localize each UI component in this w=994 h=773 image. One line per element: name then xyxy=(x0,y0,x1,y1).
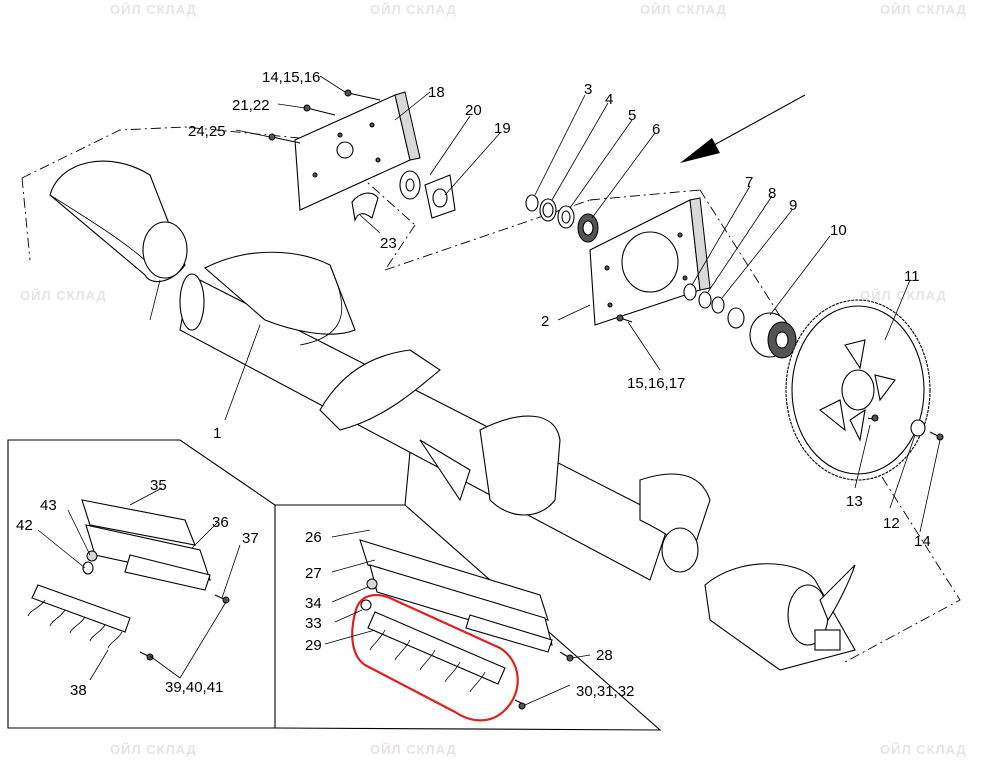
callout-37: 37 xyxy=(242,530,259,547)
callout-8: 8 xyxy=(768,185,776,202)
bolt-40 xyxy=(214,594,230,604)
bearing-flange-19 xyxy=(424,174,456,219)
spacer-9 xyxy=(727,307,745,329)
plate-28 xyxy=(465,614,553,653)
callout-5: 5 xyxy=(628,107,636,124)
callout-34: 34 xyxy=(305,595,322,612)
plate-26 xyxy=(359,539,549,621)
callout-14: 14 xyxy=(914,533,931,550)
ring-9 xyxy=(711,296,725,314)
callout-39-40-41: 39,40,41 xyxy=(165,679,223,696)
watermark-text: ОЙЛ СКЛАД xyxy=(110,2,197,17)
callout-7: 7 xyxy=(745,174,753,191)
callout-2: 2 xyxy=(541,313,549,330)
callout-33: 33 xyxy=(305,615,322,632)
callout-27: 27 xyxy=(305,565,322,582)
watermark-text: ОЙЛ СКЛАД xyxy=(20,288,107,303)
callout-1: 1 xyxy=(213,425,221,442)
auger-output-tube xyxy=(704,563,856,671)
callout-23: 23 xyxy=(380,235,397,252)
callout-9: 9 xyxy=(789,197,797,214)
bolt-21 xyxy=(303,104,336,116)
assembly-outline-bottom xyxy=(21,177,416,271)
hub-10 xyxy=(749,312,797,359)
watermark-text: ОЙЛ СКЛАД xyxy=(370,742,457,757)
highlight-outline xyxy=(351,594,519,722)
bearing-20 xyxy=(399,170,421,200)
assembly-outline-left xyxy=(21,126,416,226)
callout-13: 13 xyxy=(846,493,863,510)
callout-20: 20 xyxy=(465,102,482,119)
callout-labels: 14,15,16 21,22 24,25 18 20 19 23 3 4 5 6… xyxy=(16,69,931,700)
bearing-plate-18 xyxy=(294,91,421,211)
snap-ring-4 xyxy=(539,198,557,222)
callout-28: 28 xyxy=(596,647,613,664)
bolt-14 xyxy=(344,89,381,101)
bar-29 xyxy=(367,611,506,693)
watermark-text: ОЙЛ СКЛАД xyxy=(880,742,967,757)
callout-19: 19 xyxy=(494,120,511,137)
callout-3: 3 xyxy=(584,81,592,98)
sprocket-11 xyxy=(785,299,931,481)
plate-36 xyxy=(85,524,211,581)
auger-tube-end xyxy=(49,160,188,321)
ring-8 xyxy=(698,291,712,309)
callout-6: 6 xyxy=(652,121,660,138)
watermark-text: ОЙЛ СКЛАД xyxy=(880,2,967,17)
ring-5 xyxy=(557,205,575,229)
bolt-15 xyxy=(616,314,633,323)
bolt-30 xyxy=(514,699,526,710)
bolt-13 xyxy=(867,414,879,422)
watermark-text: ОЙЛ СКЛАД xyxy=(860,288,947,303)
callout-15-16-17: 15,16,17 xyxy=(627,375,685,392)
watermark-text: ОЙЛ СКЛАД xyxy=(640,2,727,17)
callout-21-22: 21,22 xyxy=(232,97,270,114)
bearing-6 xyxy=(577,213,599,243)
leader-lines xyxy=(37,75,941,706)
callout-38: 38 xyxy=(70,682,87,699)
watermark-layer: ОЙЛ СКЛАД ОЙЛ СКЛАД ОЙЛ СКЛАД ОЙЛ СКЛАД … xyxy=(20,2,967,757)
callout-24-25: 24,25 xyxy=(188,123,226,140)
plate-37 xyxy=(124,554,211,591)
callout-36: 36 xyxy=(212,514,229,531)
bolt-14 xyxy=(929,431,944,441)
seal-3 xyxy=(525,194,539,212)
nut-33 xyxy=(360,599,372,611)
callout-4: 4 xyxy=(605,91,613,108)
direction-arrow xyxy=(680,94,806,163)
callout-14-15-16: 14,15,16 xyxy=(262,69,320,86)
bar-38 xyxy=(27,584,131,649)
watermark-text: ОЙЛ СКЛАД xyxy=(370,2,457,17)
bolt-24 xyxy=(268,133,301,144)
callout-10: 10 xyxy=(830,222,847,239)
callout-30-31-32: 30,31,32 xyxy=(576,683,634,700)
bolt-34 xyxy=(366,578,378,590)
callout-35: 35 xyxy=(150,477,167,494)
ring-7 xyxy=(683,283,697,301)
bolt-39 xyxy=(139,651,154,661)
bearing-plate-2 xyxy=(589,197,711,326)
lock-collar-23 xyxy=(351,192,379,223)
inset-frame-outer xyxy=(7,439,276,729)
nut-12 xyxy=(910,419,926,437)
callout-29: 29 xyxy=(305,637,322,654)
callout-43: 43 xyxy=(40,497,57,514)
auger-shaft xyxy=(179,251,711,581)
callout-42: 42 xyxy=(16,517,33,534)
callout-11: 11 xyxy=(904,268,920,285)
callout-26: 26 xyxy=(305,529,322,546)
callout-12: 12 xyxy=(883,515,900,532)
bolt-28 xyxy=(559,651,574,662)
nut-42 xyxy=(82,561,94,575)
watermark-text: ОЙЛ СКЛАД xyxy=(110,742,197,757)
callout-18: 18 xyxy=(428,84,445,101)
